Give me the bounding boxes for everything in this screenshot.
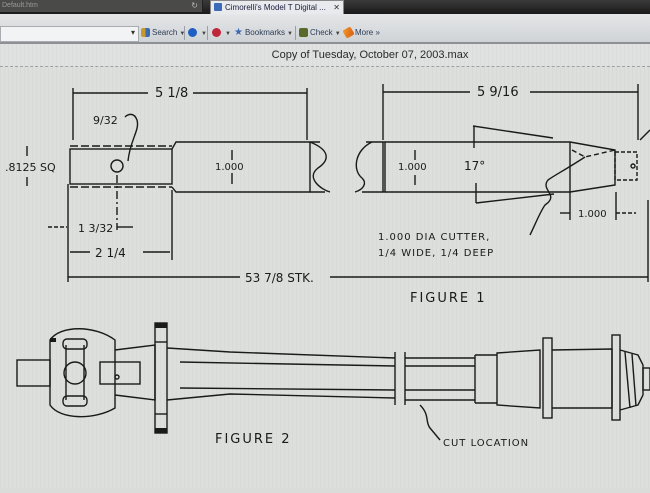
- check-button[interactable]: Check▼: [299, 26, 341, 40]
- google-toolbar: ▾ Search▼ ▼ ▼ ★Bookmarks▼ Check▼ More »: [0, 14, 650, 44]
- cutter-note-line1: 1.000 DIA CUTTER,: [378, 232, 490, 243]
- dim-right-length: 5 9/16: [477, 85, 519, 100]
- pagerank-icon: [212, 28, 221, 38]
- check-label: Check: [310, 28, 333, 37]
- chevron-down-icon: ▼: [225, 31, 231, 37]
- chevron-down-icon: ▼: [286, 31, 293, 37]
- spellcheck-icon: [299, 28, 308, 38]
- cut-location-label: CUT LOCATION: [443, 438, 529, 449]
- search-label: Search: [152, 28, 178, 37]
- dim-left-length: 5 1/8: [155, 86, 188, 101]
- puzzle-button[interactable]: ▼: [188, 26, 207, 40]
- chevron-down-icon[interactable]: ▾: [130, 28, 135, 37]
- figure2-caption: FIGURE 2: [215, 432, 292, 447]
- tab-default[interactable]: Default.htm ↻: [0, 0, 203, 12]
- dim-square: .8125 SQ: [5, 161, 56, 174]
- more-label: More »: [355, 28, 380, 37]
- toolbar-separator: [184, 26, 185, 40]
- figure1-caption: FIGURE 1: [410, 291, 487, 306]
- dim-shaft-left: 1.000: [215, 162, 244, 173]
- toolbar-search-input[interactable]: ▾: [0, 26, 139, 42]
- close-tab-icon[interactable]: ✕: [333, 3, 340, 12]
- bookmarks-button[interactable]: ★Bookmarks▼: [234, 26, 293, 40]
- chevron-down-icon: ▼: [334, 31, 341, 37]
- ie-page-icon: [214, 3, 222, 11]
- figure2-drawing: [16, 322, 650, 441]
- tab-label: Default.htm: [2, 2, 38, 9]
- drawing-canvas: 5 1/8 5 9/16 9/32 .8125 SQ 1.000 1.000 1…: [0, 67, 650, 488]
- dim-end-length: 1.000: [578, 209, 607, 220]
- toolbar-separator: [207, 26, 208, 40]
- bookmarks-label: Bookmarks: [244, 28, 285, 37]
- figure1-drawing: [26, 84, 650, 282]
- dim-square-length: 2 1/4: [95, 246, 126, 260]
- chevron-down-icon: ▼: [179, 31, 186, 37]
- tab-cimorelli[interactable]: Cimorelli's Model T Digital ... ✕: [210, 0, 344, 14]
- dim-hole-offset: 1 3/32: [78, 222, 113, 235]
- refresh-icon[interactable]: ↻: [191, 1, 198, 10]
- dim-hole: 9/32: [93, 114, 118, 127]
- dim-taper-angle: 17°: [464, 159, 485, 173]
- tab-label: Cimorelli's Model T Digital ...: [225, 3, 326, 12]
- dim-shaft-right: 1.000: [398, 162, 427, 173]
- dim-overall: 53 7/8 STK.: [245, 271, 314, 285]
- search-icon: [141, 28, 150, 38]
- toolbar-separator: [295, 26, 296, 40]
- pagerank-button[interactable]: ▼: [212, 26, 231, 40]
- technical-drawing: 5 1/8 5 9/16 9/32 .8125 SQ 1.000 1.000 1…: [0, 67, 650, 488]
- tab-bar: Default.htm ↻ Cimorelli's Model T Digita…: [0, 0, 650, 14]
- document-title: Copy of Tuesday, October 07, 2003.max: [271, 49, 469, 61]
- search-button[interactable]: Search▼: [141, 26, 185, 40]
- document-header: Copy of Tuesday, October 07, 2003.max: [0, 44, 650, 67]
- pencil-icon: [342, 26, 355, 40]
- star-icon: ★: [234, 27, 243, 39]
- puzzle-icon: [188, 28, 197, 38]
- more-button[interactable]: More »: [342, 26, 380, 40]
- cutter-note-line2: 1/4 WIDE, 1/4 DEEP: [378, 248, 494, 259]
- chevron-down-icon: ▼: [201, 31, 207, 37]
